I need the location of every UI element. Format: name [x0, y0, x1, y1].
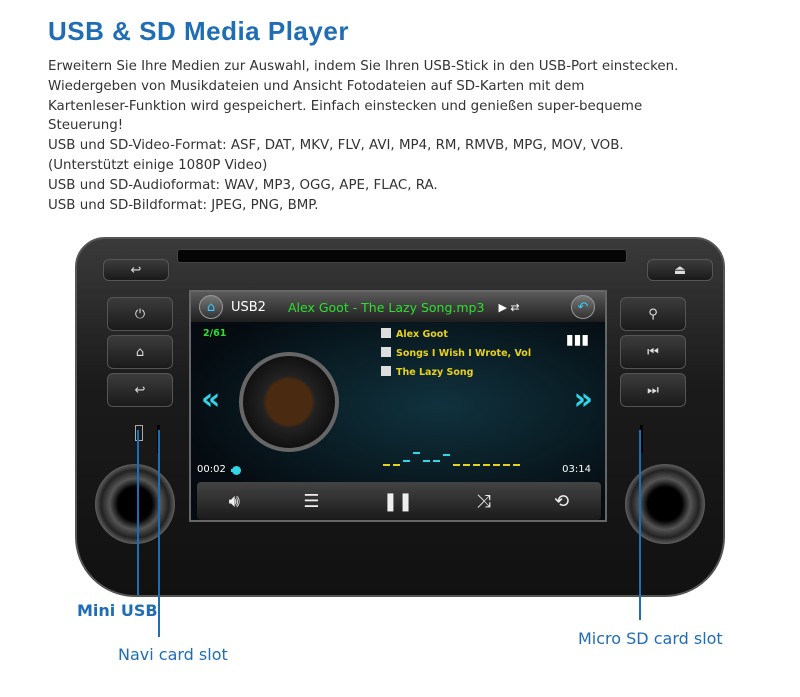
- track-index: 2/61: [203, 328, 227, 339]
- desc-line: Kartenleser-Funktion wird gespeichert. E…: [48, 98, 643, 114]
- source-label: USB2: [231, 299, 266, 315]
- artist: Alex Goot: [396, 329, 448, 340]
- eq-knob[interactable]: [625, 464, 705, 544]
- micro-sd-label: Micro SD card slot: [578, 629, 723, 648]
- page-title: USB & SD Media Player: [48, 16, 349, 46]
- artist-icon: [381, 328, 391, 338]
- previous-arrow-icon[interactable]: «: [201, 382, 221, 417]
- home-button[interactable]: ⌂: [107, 335, 173, 369]
- desc-line: Steuerung!: [48, 118, 124, 134]
- mini-usb-label: Mini USB: [77, 601, 158, 620]
- spectrum-visualizer: [383, 452, 520, 466]
- eject-button[interactable]: ⏏: [647, 259, 713, 281]
- desc-line: Wiedergeben von Musikdateien und Ansicht…: [48, 78, 585, 94]
- play-mode-icon: ▶ ⇄: [498, 300, 520, 314]
- track-row: The Lazy Song: [381, 366, 473, 378]
- repeat-icon[interactable]: ⟲: [554, 490, 570, 512]
- media-player-screen: ⌂ USB2 Alex Goot - The Lazy Song.mp3 ▶ ⇄…: [189, 290, 607, 522]
- mini-usb-port: [135, 425, 143, 441]
- artist-row: Alex Goot: [381, 328, 448, 340]
- back-button[interactable]: ↩: [107, 373, 173, 407]
- back-hard-button[interactable]: ↩: [103, 259, 169, 281]
- album-row: Songs I Wish I Wrote, Vol: [381, 347, 531, 359]
- seek-handle[interactable]: [232, 466, 241, 475]
- desc-line: USB und SD-Bildformat: JPEG, PNG, BMP.: [48, 197, 319, 213]
- playlist-icon[interactable]: ☰: [303, 490, 320, 512]
- next-arrow-icon[interactable]: »: [573, 382, 593, 417]
- album: Songs I Wish I Wrote, Vol: [396, 348, 532, 359]
- micro-sd-slot: [640, 425, 643, 453]
- elapsed-time: 00:02: [197, 464, 226, 475]
- desc-line: USB und SD-Audioformat: WAV, MP3, OGG, A…: [48, 177, 438, 193]
- desc-line: Erweitern Sie Ihre Medien zur Auswahl, i…: [48, 59, 679, 74]
- equalizer-icon[interactable]: ▮▮▮: [565, 332, 589, 348]
- playback-controls: 🔊︎ ☰ ❚❚ ⤨ ⟲: [197, 482, 601, 520]
- next-button[interactable]: ⏭: [620, 373, 686, 407]
- previous-button[interactable]: ⏮: [620, 335, 686, 369]
- home-icon[interactable]: ⌂: [199, 295, 223, 319]
- shuffle-icon[interactable]: ⤨: [476, 490, 491, 512]
- description: Erweitern Sie Ihre Medien zur Auswahl, i…: [48, 57, 778, 215]
- micro-sd-pointer: [639, 430, 641, 620]
- now-playing-title: Alex Goot - The Lazy Song.mp3: [287, 299, 485, 315]
- pause-icon[interactable]: ❚❚: [382, 490, 414, 512]
- navigation-button[interactable]: ⚲: [620, 297, 686, 331]
- desc-line: USB und SD-Video-Format: ASF, DAT, MKV, …: [48, 138, 624, 154]
- desc-line: (Unterstützt einige 1080P Video): [48, 157, 268, 173]
- return-icon[interactable]: ↶: [571, 295, 595, 319]
- volume-knob[interactable]: [95, 464, 175, 544]
- power-button[interactable]: ⏻: [107, 297, 173, 331]
- track: The Lazy Song: [396, 367, 474, 378]
- seek-bar[interactable]: [231, 466, 531, 475]
- disc-slot: [177, 249, 627, 263]
- album-icon: [381, 347, 391, 357]
- navi-slot-label: Navi card slot: [118, 645, 228, 664]
- track-icon: [381, 366, 391, 376]
- volume-icon[interactable]: 🔊︎: [228, 490, 241, 512]
- mini-usb-pointer: [137, 430, 139, 595]
- duration: 03:14: [562, 464, 591, 475]
- player-header: ⌂ USB2 Alex Goot - The Lazy Song.mp3 ▶ ⇄…: [191, 292, 605, 322]
- car-stereo-unit: ⏏ ↩ ⏻ ⌂ ↩ ⚲ ⏮ ⏭ ⌂ USB2 Alex Goot - The L…: [75, 237, 725, 597]
- album-art-disc: [239, 352, 339, 452]
- navi-slot-pointer: [158, 430, 160, 637]
